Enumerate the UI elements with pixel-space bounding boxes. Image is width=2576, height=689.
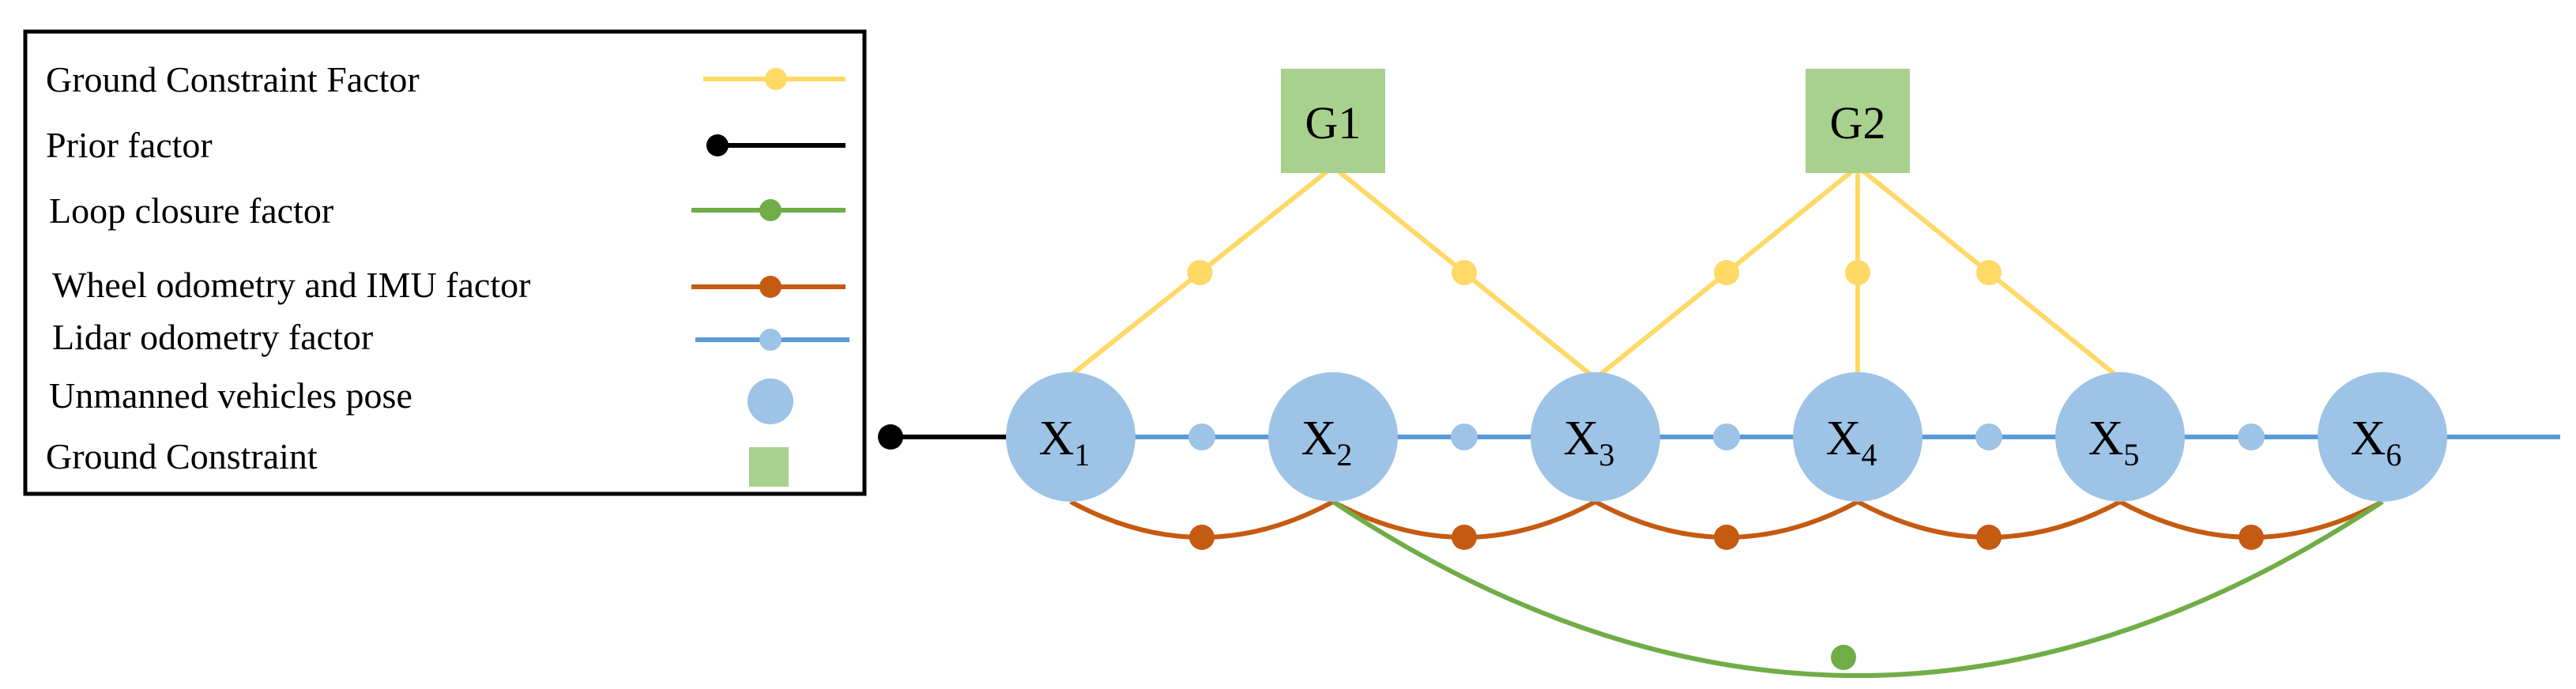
legend-label-ground-factor: Ground Constraint Factor (46, 59, 420, 100)
pose-label: X2 (1301, 412, 1353, 473)
legend-label-wheel: Wheel odometry and IMU factor (52, 265, 530, 305)
lidar-factor-dot (1188, 424, 1215, 450)
legend-symbol-prior (706, 134, 845, 156)
legend-label-loop: Loop closure factor (49, 190, 333, 231)
wheel-imu-factor-dot (2239, 525, 2264, 550)
legend: Ground Constraint Factor Prior factor Lo… (23, 29, 867, 496)
loop-closure-arc (1331, 499, 2384, 678)
pose-circle (2055, 372, 2185, 502)
ground-factor-dot (1187, 260, 1213, 285)
pose-label-letter: X (1826, 412, 1862, 465)
ground-constraint-node: G2 (1806, 69, 1910, 173)
pose-label: X5 (2088, 412, 2140, 473)
wheel-imu-factor-dot (1189, 525, 1215, 550)
ground-constraint-box (1806, 69, 1910, 173)
lidar-factor-dot (1713, 424, 1740, 450)
pose-node: X6 (2318, 372, 2447, 502)
pose-circle (2318, 372, 2447, 502)
wheel-imu-factor-dot (1976, 525, 2002, 550)
legend-label-prior: Prior factor (46, 125, 213, 165)
pose-circle (1268, 372, 1398, 502)
pose-label-letter: X (1564, 412, 1599, 465)
legend-label-pose: Unmanned vehicles pose (49, 375, 412, 416)
prior-factor-dot (878, 424, 903, 450)
legend-frame (23, 29, 867, 496)
pose-label: X4 (1826, 412, 1877, 473)
pose-circle (1006, 372, 1135, 502)
pose-label: X6 (2351, 412, 2402, 473)
legend-symbol-wheel (691, 276, 845, 298)
legend-symbol-ground-factor (703, 68, 845, 90)
ground-constraint-box (1281, 69, 1385, 173)
pose-label-letter: X (2351, 412, 2386, 465)
pose-label-subscript: 6 (2386, 437, 2401, 473)
pose-label-subscript: 4 (1861, 437, 1877, 473)
pose-circle (1793, 372, 1923, 502)
ground-factor-dot (1452, 260, 1477, 285)
ground-factor-dot (1976, 260, 2002, 285)
legend-symbol-pose (748, 378, 793, 424)
ground-factor-dot (1714, 260, 1739, 285)
pose-label-subscript: 2 (1336, 437, 1352, 473)
lidar-factor-dot (2238, 424, 2265, 450)
legend-label-lidar: Lidar odometry factor (52, 317, 373, 357)
legend-label-ground: Ground Constraint (46, 436, 318, 476)
pose-node: X4 (1793, 372, 1923, 502)
legend-symbol-ground (749, 447, 789, 487)
pose-label-letter: X (1301, 412, 1337, 465)
ground-factor-dot (1845, 260, 1870, 285)
pose-label-subscript: 5 (2123, 437, 2139, 473)
pose-node: X5 (2055, 372, 2185, 502)
pose-node: X1 (1006, 372, 1135, 502)
ground-constraint-label: G1 (1305, 97, 1361, 149)
pose-node: X3 (1531, 372, 1660, 502)
pose-label: X3 (1564, 412, 1615, 473)
pose-circle (1531, 372, 1660, 502)
ground-constraint-node: G1 (1281, 69, 1385, 173)
wheel-imu-factor-dot (1452, 525, 1477, 550)
ground-constraint-label: G2 (1830, 97, 1886, 149)
legend-symbol-loop (691, 199, 845, 221)
lidar-factor-dot (1451, 424, 1478, 450)
pose-label-subscript: 1 (1074, 437, 1090, 473)
pose-node: X2 (1268, 372, 1398, 502)
lidar-factor-dot (1975, 424, 2002, 450)
pose-label-subscript: 3 (1599, 437, 1614, 473)
loop-closure-factor-dot (1831, 645, 1856, 670)
pose-label-letter: X (1039, 412, 1075, 465)
pose-label-letter: X (2088, 412, 2124, 465)
wheel-imu-factor-dot (1714, 525, 1739, 550)
legend-symbol-lidar (695, 329, 849, 351)
pose-label: X1 (1039, 412, 1090, 473)
